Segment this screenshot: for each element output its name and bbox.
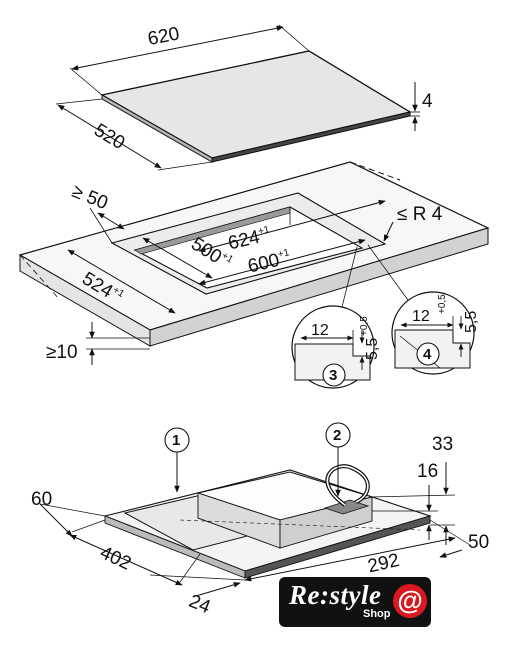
label-524-tol: +1 bbox=[111, 285, 127, 301]
detail-3-depth: 5,5 bbox=[364, 338, 381, 360]
logo-brand: Re:style bbox=[289, 580, 382, 610]
label-620: 620 bbox=[146, 23, 181, 50]
restyle-shop-logo: Re:style Shop @ bbox=[279, 577, 431, 627]
dimension-16: 16 bbox=[372, 461, 438, 540]
label-min-50: ≥ 50 bbox=[69, 181, 111, 214]
detail-3: 12 5,5 +0,5 3 bbox=[291, 305, 381, 389]
leader-detail-3 bbox=[339, 246, 358, 316]
callout-1-label: 1 bbox=[172, 432, 180, 449]
dimension-60: 60 bbox=[31, 489, 106, 537]
label-24: 24 bbox=[186, 591, 214, 619]
label-50: 50 bbox=[468, 532, 489, 553]
label-500-tol: +1 bbox=[219, 250, 235, 266]
dimension-min-10: ≥10 bbox=[46, 322, 150, 365]
logo-shop: Shop bbox=[363, 608, 391, 620]
label-16: 16 bbox=[417, 461, 438, 482]
label-radius: ≤ R 4 bbox=[397, 204, 443, 225]
dimension-292: 292 bbox=[244, 536, 456, 582]
detail-4-width: 12 bbox=[412, 308, 430, 325]
detail-4-depth-tol: +0,5 bbox=[437, 294, 448, 314]
label-min-10: ≥10 bbox=[46, 342, 78, 363]
leader-detail-4 bbox=[367, 244, 409, 301]
label-4: 4 bbox=[422, 91, 433, 112]
detail-3-number: 3 bbox=[329, 367, 337, 384]
label-33: 33 bbox=[432, 434, 453, 455]
glass-hob-top bbox=[100, 50, 412, 163]
dimension-50: 50 bbox=[429, 519, 489, 558]
cart-icon: @ bbox=[393, 584, 427, 618]
callout-1: 1 bbox=[164, 427, 190, 493]
detail-4: 12 5,5 +0,5 4 bbox=[391, 291, 480, 375]
label-520: 520 bbox=[90, 120, 128, 154]
label-60: 60 bbox=[31, 489, 52, 510]
detail-3-width: 12 bbox=[311, 322, 329, 339]
callout-2-label: 2 bbox=[333, 427, 341, 444]
callout-2: 2 bbox=[325, 422, 351, 497]
label-624-tol: +1 bbox=[257, 224, 271, 237]
label-600-tol: +1 bbox=[277, 247, 291, 260]
dimension-24: 24 bbox=[149, 574, 246, 619]
label-402: 402 bbox=[97, 542, 135, 574]
detail-4-number: 4 bbox=[423, 346, 432, 363]
detail-3-depth-tol: +0,5 bbox=[359, 316, 370, 336]
detail-4-depth: 5,5 bbox=[463, 311, 480, 333]
dimension-4: 4 bbox=[410, 82, 433, 131]
label-292: 292 bbox=[366, 550, 402, 578]
